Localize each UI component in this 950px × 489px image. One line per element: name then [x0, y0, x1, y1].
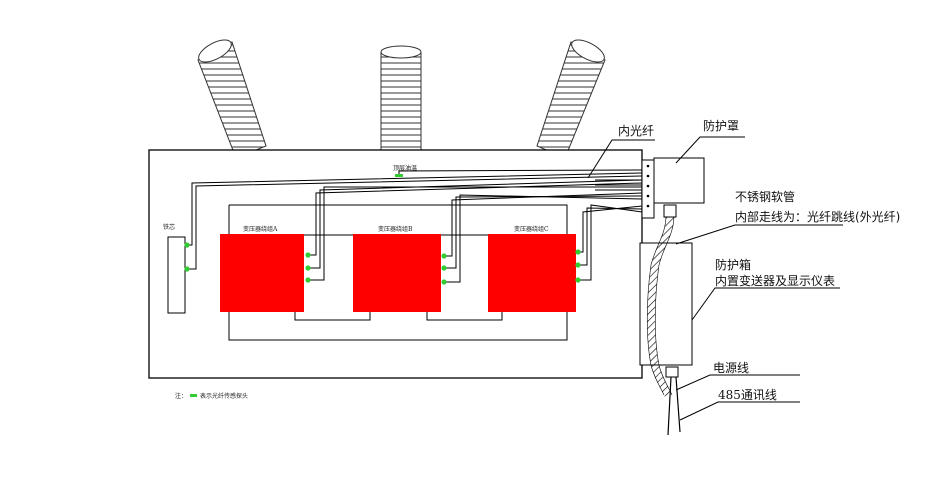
- winding-a: [220, 234, 304, 312]
- protect-box-desc: 内置变送器及显示仪表: [715, 273, 835, 288]
- inner-fiber-label: 内光纤: [618, 124, 654, 138]
- leader-lines: [587, 136, 843, 421]
- bushing-middle: [380, 45, 422, 151]
- sensor-probes: [184, 174, 581, 285]
- iron-core-label: 铁芯: [163, 223, 175, 231]
- bushing-right: [536, 39, 606, 159]
- winding-a-label: 变压器绕组A: [243, 225, 278, 233]
- winding-b: [353, 234, 441, 312]
- winding-c-label: 变压器绕组C: [514, 225, 549, 233]
- iron-core: [167, 236, 186, 314]
- power-line-label: 电源线: [713, 361, 749, 375]
- note-text: 表示光纤传感探头: [200, 392, 248, 400]
- legend-note: 注： 表示光纤传感探头: [175, 392, 248, 400]
- top-temp-label: 顶层油温: [393, 164, 417, 172]
- winding-b-label: 变压器绕组B: [378, 225, 413, 233]
- sensor-legend-swatch: [190, 394, 197, 397]
- inner-routing-label: 内部走线为：光纤跳线(外光纤): [735, 209, 900, 224]
- protect-box-label: 防护箱: [715, 257, 751, 272]
- stainless-hose-label: 不锈钢软管: [735, 189, 795, 204]
- bushing-left: [197, 39, 267, 159]
- shield-label: 防护罩: [703, 118, 739, 133]
- note-prefix: 注：: [175, 392, 187, 400]
- exit-cables: [667, 376, 681, 436]
- protective-cover: [641, 157, 705, 219]
- stainless-hose: [647, 214, 674, 397]
- fiber-bundle: [187, 169, 643, 283]
- rs485-label: 485通讯线: [718, 388, 777, 402]
- winding-c: [488, 234, 576, 312]
